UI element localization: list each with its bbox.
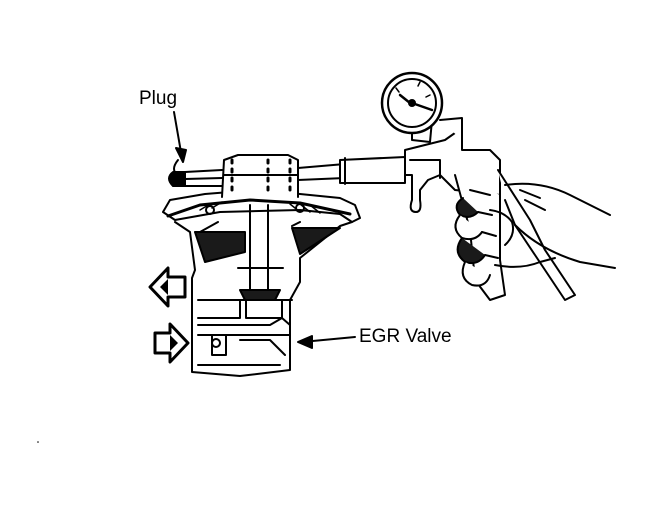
plug-part <box>168 159 223 187</box>
plug-label: Plug <box>139 88 178 109</box>
hand-vacuum-pump <box>404 117 576 301</box>
egr-valve-label: EGR Valve <box>359 326 452 347</box>
plug-leader-arrow <box>173 111 187 163</box>
stray-dot <box>37 441 39 443</box>
vacuum-gauge-icon <box>380 71 444 143</box>
exhaust-flow-out-arrow-icon <box>148 266 187 308</box>
exhaust-flow-in-arrow-icon <box>153 322 190 364</box>
hand-icon <box>454 182 616 287</box>
egr-valve-leader-arrow <box>297 335 356 349</box>
vacuum-hose <box>297 156 406 185</box>
egr-valve-body <box>162 154 361 377</box>
